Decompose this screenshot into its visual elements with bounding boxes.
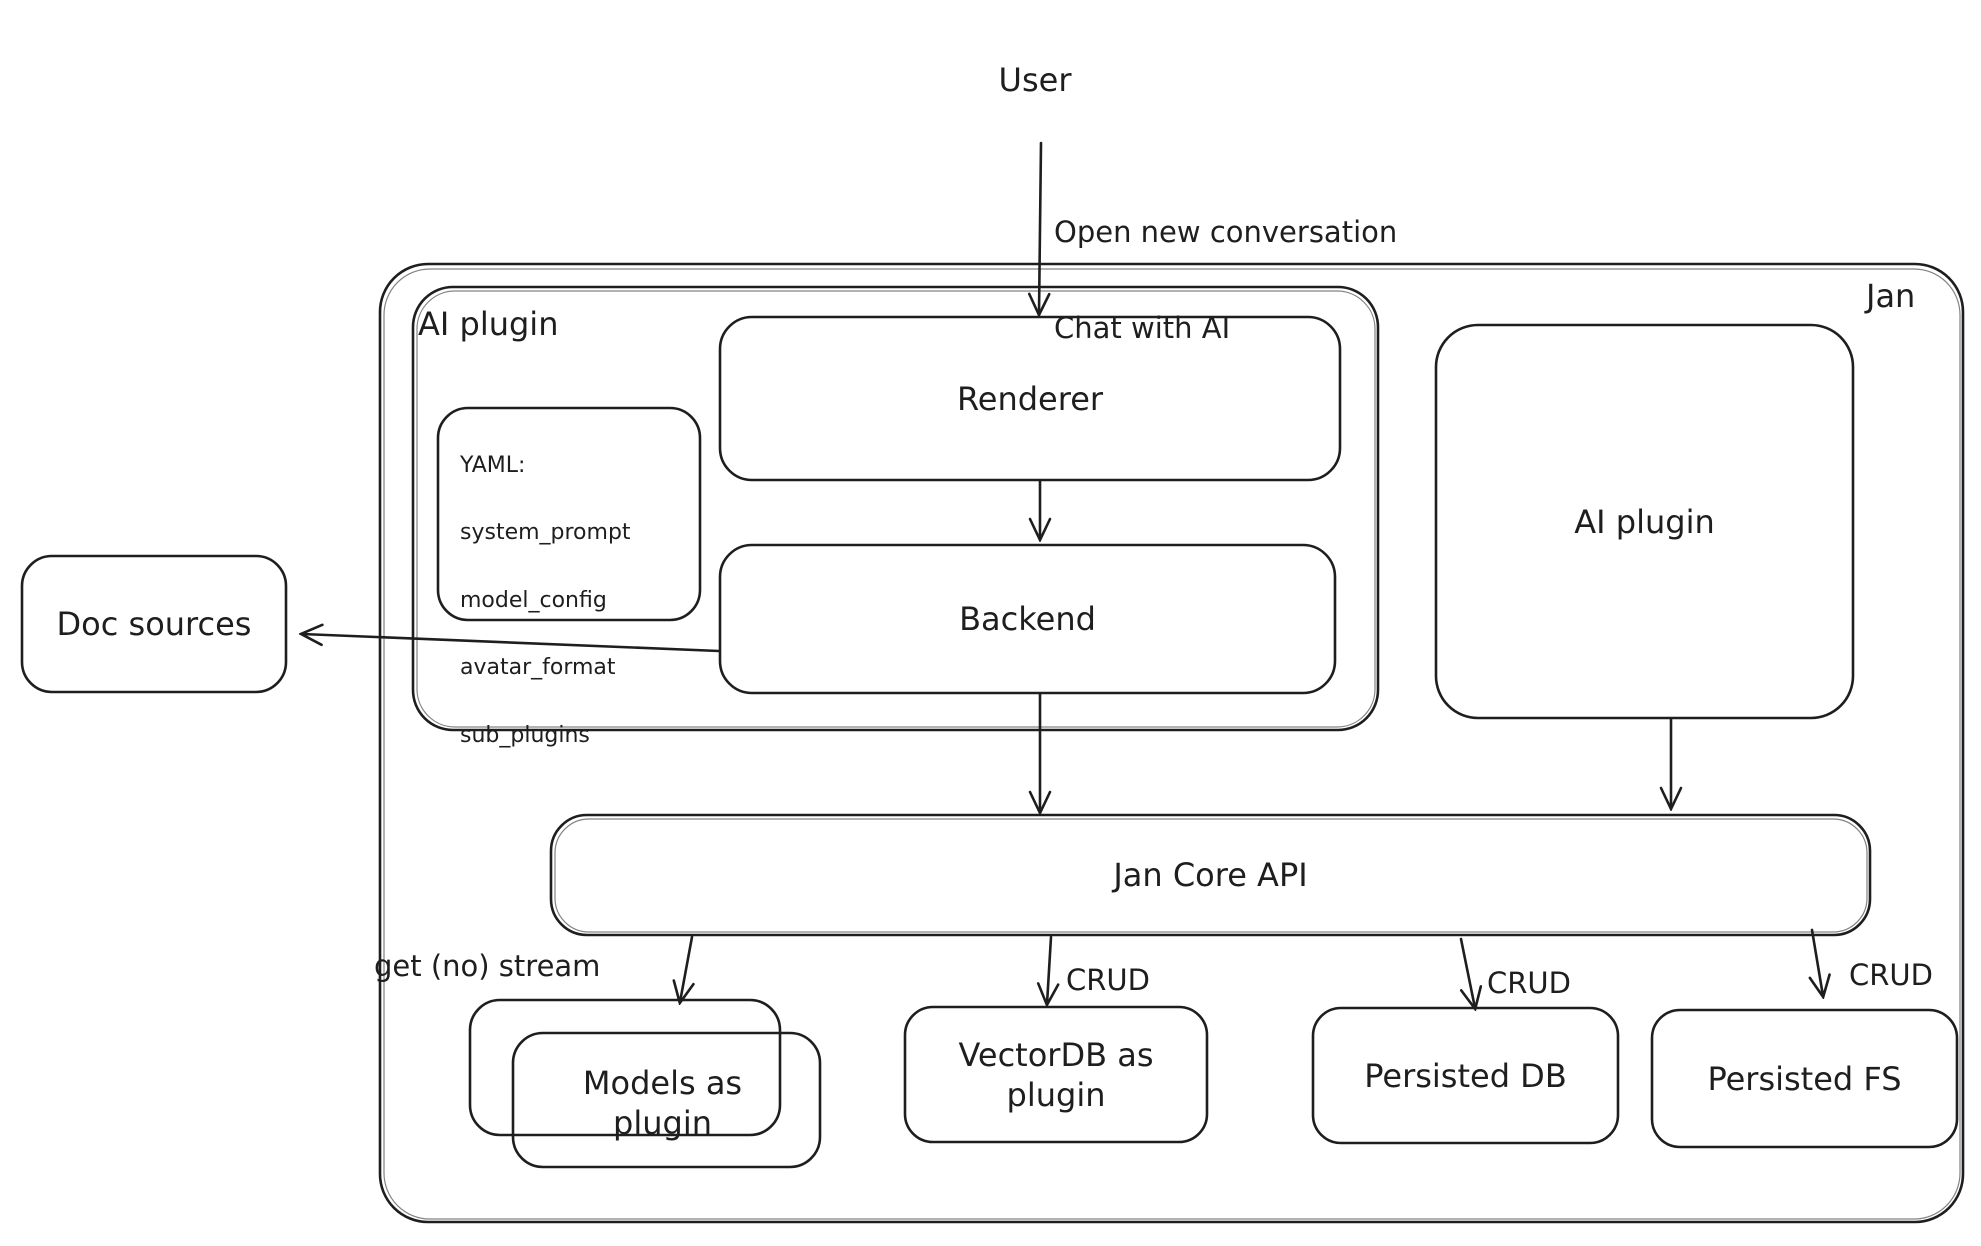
yaml-note-line: YAML: [460, 452, 526, 478]
user-arrow-label-line1: Open new conversation [1054, 215, 1398, 249]
persisted-fs-box [1650, 1008, 1959, 1149]
user-node-label: User [998, 61, 1072, 99]
doc-sources-node-label: Doc sources [56, 605, 252, 643]
ai-plugin-group-box [411, 285, 1380, 732]
yaml-note-line: sub_plugins [460, 722, 590, 748]
arrow-user-to-renderer [1039, 141, 1041, 314]
persisted-fs-node-label: Persisted FS [1707, 1059, 1902, 1098]
models-plugin-back-box [468, 998, 782, 1137]
models-plugin-front-box [511, 1031, 822, 1169]
arrow-jan-core-api-to-models [680, 935, 692, 1002]
arrow-backend-to-doc-sources [302, 634, 721, 653]
jan-container-box [378, 262, 1965, 1224]
ai-plugin-group-box-sketch [416, 290, 1376, 728]
jan-core-api-box-sketch [554, 818, 1868, 933]
ai-plugin-right-box [1434, 323, 1855, 720]
ai-plugin-right-node-label: AI plugin [1574, 502, 1715, 541]
models-plugin-node-label: Models as plugin [582, 1064, 743, 1142]
crud-label-persisted-db: CRUD [1487, 966, 1571, 1000]
renderer-node-label: Renderer [956, 379, 1104, 418]
yaml-note-box [436, 406, 702, 622]
yaml-note-text: YAML: system_prompt model_config avatar_… [460, 418, 631, 783]
jan-core-api-box [549, 813, 1872, 937]
jan-container-box-sketch [383, 268, 1961, 1220]
crud-label-persisted-fs: CRUD [1849, 958, 1933, 992]
persisted-db-node-label: Persisted DB [1364, 1056, 1567, 1095]
arrow-jan-core-api-to-persisted-db [1459, 937, 1475, 1008]
yaml-note-line: avatar_format [460, 655, 616, 680]
yaml-note-line: model_config [460, 587, 607, 613]
backend-box [718, 543, 1337, 695]
backend-node-label: Backend [959, 600, 1096, 638]
ai-plugin-group-label: AI plugin [418, 305, 559, 343]
jan-core-api-node-label: Jan Core API [1113, 856, 1308, 894]
get-no-stream-label: get (no) stream [374, 949, 601, 983]
doc-sources-box [20, 554, 288, 694]
crud-label-vectordb: CRUD [1066, 963, 1150, 997]
arrow-jan-core-api-to-vectordb [1047, 935, 1051, 1004]
jan-container-label: Jan [1866, 277, 1916, 315]
yaml-note-line: system_prompt [460, 520, 631, 545]
arrow-jan-core-api-to-persisted-fs [1812, 928, 1823, 996]
user-arrow-label: Open new conversation Chat with AI [1054, 160, 1397, 400]
user-arrow-label-line2: Chat with AI [1054, 311, 1231, 345]
vectordb-plugin-node-label: VectorDB as plugin [958, 1035, 1154, 1114]
